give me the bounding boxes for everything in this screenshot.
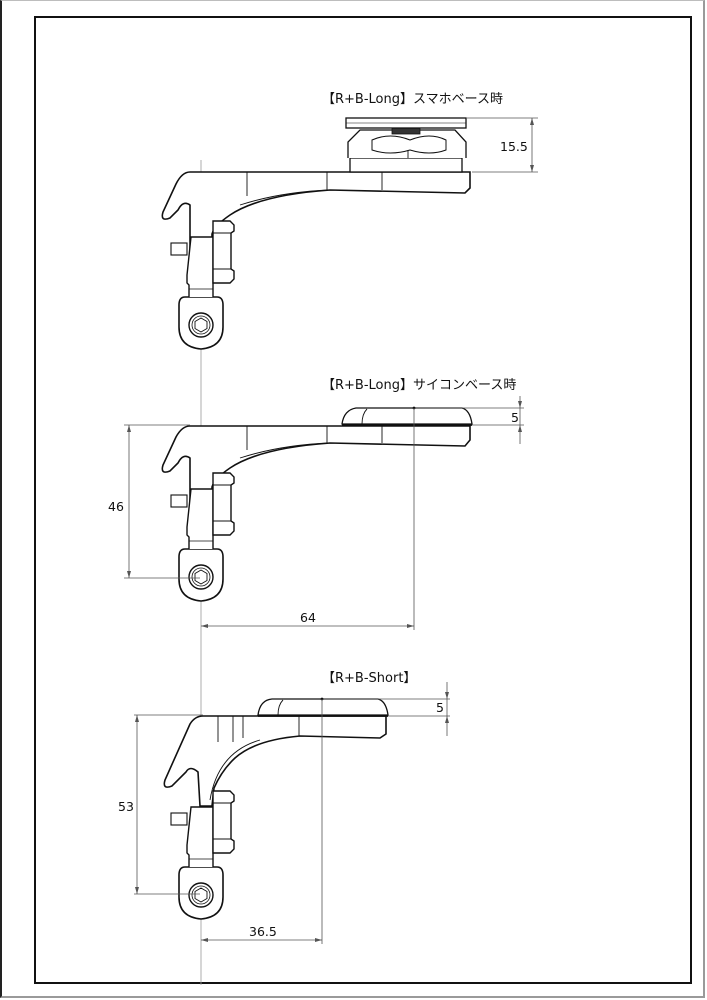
dim-label-top-offset: 5 — [436, 700, 444, 715]
mount-arm — [163, 715, 387, 807]
handlebar-clamp — [170, 472, 235, 602]
cycle-computer-base — [341, 407, 473, 425]
view-long-smartphone: 15.5 【R+B-Long】スマホベース時 — [161, 92, 538, 985]
dim-label-forward-reach: 36.5 — [249, 924, 277, 939]
handlebar-clamp — [170, 790, 235, 920]
view-title-long-cycle-computer: 【R+B-Long】サイコンベース時 — [322, 378, 516, 393]
mount-arm — [161, 425, 471, 503]
dim-label-forward-reach: 64 — [300, 610, 316, 625]
smartphone-base — [345, 117, 467, 173]
view-title-short: 【R+B-Short】 — [322, 671, 416, 686]
dim-label-drop-height: 46 — [108, 499, 124, 514]
view-short: 5 53 36.5 【R+B-Short】 — [118, 671, 450, 944]
dim-label-height-offset: 15.5 — [500, 139, 528, 154]
view-long-cycle-computer: 5 46 64 【R+B-Long】サイコンベース時 — [108, 378, 524, 630]
cycle-computer-base — [257, 698, 389, 716]
view-title-long-smartphone: 【R+B-Long】スマホベース時 — [322, 92, 503, 107]
dim-label-top-offset: 5 — [511, 410, 519, 425]
drawing-frame — [34, 16, 692, 984]
dim-label-drop-height: 53 — [118, 799, 134, 814]
mount-arm — [161, 171, 471, 251]
handlebar-clamp — [170, 220, 235, 350]
